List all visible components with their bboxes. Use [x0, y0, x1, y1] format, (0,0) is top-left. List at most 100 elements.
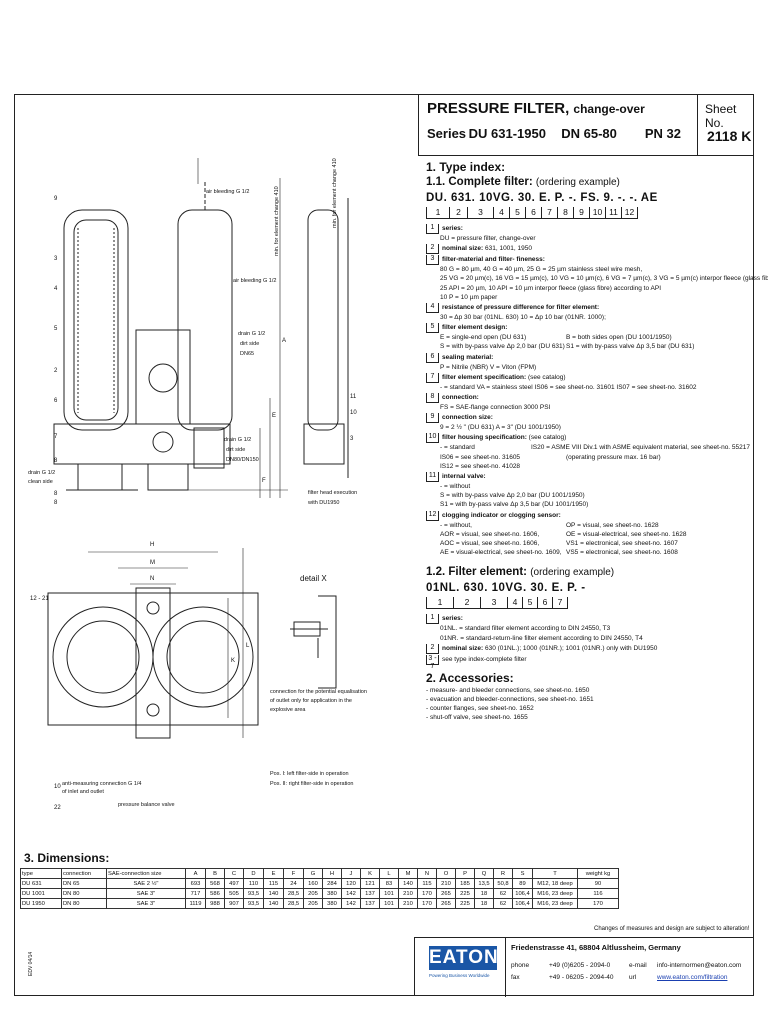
table-cell: 988 — [205, 898, 225, 909]
type-index-section: 1. Type index: 1.1. Complete filter: (or… — [426, 160, 768, 723]
table-header-cell: T — [532, 868, 578, 879]
table-cell: 137 — [360, 888, 380, 899]
title: PRESSURE FILTER, change-over — [427, 100, 645, 117]
item-pair-line: AOR = visual, see sheet-no. 1606, OE = vi… — [426, 530, 750, 539]
table-cell: 18 — [474, 888, 494, 899]
item-title-line: series: — [442, 224, 463, 234]
table-cell: DU 1950 — [20, 898, 62, 909]
sheet-border — [14, 94, 754, 996]
item-pair-line: AE = visual-electrical, see sheet-no. 16… — [426, 548, 750, 557]
position-box: 2 — [449, 207, 467, 219]
callout-8b: 8 — [54, 491, 58, 497]
item-line: 80 G = 80 µm, 40 G = 40 µm, 25 G = 25 µm… — [440, 266, 643, 274]
label-air-bleeding-1: air bleeding G 1/2 — [206, 189, 250, 195]
accessory-line: - shut-off valve, see sheet-no. 1655 — [426, 714, 528, 722]
item-number-box: 2 — [426, 643, 439, 654]
complete-filter-heading: 1.1. Complete filter: (ordering example) — [426, 176, 620, 188]
item-line: 10 P = 10 µm paper — [440, 293, 498, 301]
item-title-rest: 631, 1001, 1950 — [483, 245, 532, 253]
table-cell: 140 — [263, 888, 284, 899]
item-pair-line: IS06 = see sheet-no. 31605 (operating pr… — [426, 453, 750, 462]
table-cell: M16, 23 deep — [532, 898, 578, 909]
position-box: 5 — [509, 207, 525, 219]
item-line: - = without — [440, 483, 471, 491]
table-cell: 90 — [577, 878, 619, 889]
item-number-box: 10 — [426, 433, 439, 444]
table-cell: 140 — [263, 898, 284, 909]
table-cell: 210 — [398, 888, 418, 899]
item-pair-left: AOR = visual, see sheet-no. 1606, — [440, 530, 540, 538]
item-pair-right: OE = visual-electrical, see sheet-no. 16… — [566, 530, 687, 538]
item-title: nominal size: — [442, 245, 484, 253]
item-title: connection size: — [442, 414, 493, 422]
item-title: filter element specification: — [442, 373, 527, 381]
table-cell: 93,5 — [243, 898, 264, 909]
dim-letter-f: F — [262, 478, 266, 484]
dim-letter-k: K — [231, 658, 236, 664]
position-box: 6 — [537, 597, 552, 610]
dim-letter-e: E — [272, 413, 277, 419]
table-cell: 170 — [417, 888, 437, 899]
table-header-cell: O — [436, 868, 456, 879]
table-header-cell: D — [243, 868, 264, 879]
callout-10: 10 — [54, 784, 61, 790]
item-title-rest: see type index-complete filter — [442, 655, 527, 663]
dim-letter-n: N — [150, 576, 155, 582]
item-title-line: nominal size: 630 (01NL.); 1000 (01NR.);… — [442, 644, 657, 654]
table-cell: 907 — [224, 898, 244, 909]
table-cell: 586 — [205, 888, 225, 899]
table-cell: 106,4 — [512, 888, 533, 899]
item-number-box: 6 — [426, 352, 439, 363]
item-line: 25 API = 20 µm, 10 API = 10 µm interpor … — [440, 284, 662, 292]
label-pos-2: Pos. II: right filter-side in operation — [270, 781, 354, 787]
eaton-tagline: Powering Business Worldwide — [429, 973, 490, 978]
table-header-cell: B — [205, 868, 225, 879]
item-pair-right: VS1 = electronical, see sheet-no. 1607 — [566, 540, 678, 548]
item-pair-line: S = with by-pass valve Δp 2,0 bar (DU 63… — [426, 342, 750, 351]
item-pair-left: IS06 = see sheet-no. 31605 — [440, 453, 521, 461]
item-number-box: 5 — [426, 323, 439, 334]
item-title: filter element design: — [442, 324, 508, 332]
accessory-line: - counter flanges, see sheet-no. 1652 — [426, 705, 534, 713]
table-header-cell: L — [379, 868, 399, 879]
callout-2: 2 — [54, 368, 58, 374]
email-value[interactable]: info-internormen@eaton.com — [657, 962, 742, 969]
table-header-cell: N — [417, 868, 437, 879]
email-label: e-mail — [629, 962, 647, 969]
table-header-cell: Q — [474, 868, 494, 879]
table-header-cell: H — [322, 868, 342, 879]
table-cell: 205 — [303, 898, 323, 909]
item-line: S = with by-pass valve Δp 2,0 bar (DU 10… — [440, 492, 585, 500]
item-number-box: 11 — [426, 472, 439, 483]
table-cell: 284 — [322, 878, 342, 889]
position-box: 3 — [467, 207, 493, 219]
accessory-line: - evacuation and bleeder-connections, se… — [426, 696, 594, 704]
change-over-valve — [135, 329, 191, 425]
url-link[interactable]: www.eaton.com/filtration — [657, 974, 728, 981]
table-cell: 170 — [577, 898, 619, 909]
item-title: clogging indicator or clogging sensor: — [442, 511, 561, 519]
item-title: series: — [442, 615, 463, 623]
dimensions-heading: 3. Dimensions: — [24, 851, 110, 865]
side-view-housing — [307, 209, 339, 431]
right-filter-housing — [177, 209, 233, 431]
item-number-box: 4 — [426, 303, 439, 314]
callout-9: 9 — [54, 196, 58, 202]
item-pair-left: S = with by-pass valve Δp 2,0 bar (DU 63… — [440, 343, 565, 351]
item-pair-right: S1 = with by-pass valve Δp 3,5 bar (DU 6… — [566, 343, 695, 351]
changes-note: Changes of measures and design are subje… — [594, 926, 750, 932]
table-header-cell: G — [303, 868, 323, 879]
item-number-box: 12 — [426, 510, 439, 521]
url-label: url — [629, 974, 637, 981]
table-header-cell: E — [263, 868, 284, 879]
table-cell: 265 — [436, 898, 456, 909]
item-pair-right: B = both sides open (DU 1001/1950) — [566, 334, 672, 342]
table-cell: 210 — [436, 878, 456, 889]
position-box: 11 — [605, 207, 621, 219]
item-title-line: filter-material and filter- fineness: — [442, 255, 545, 265]
